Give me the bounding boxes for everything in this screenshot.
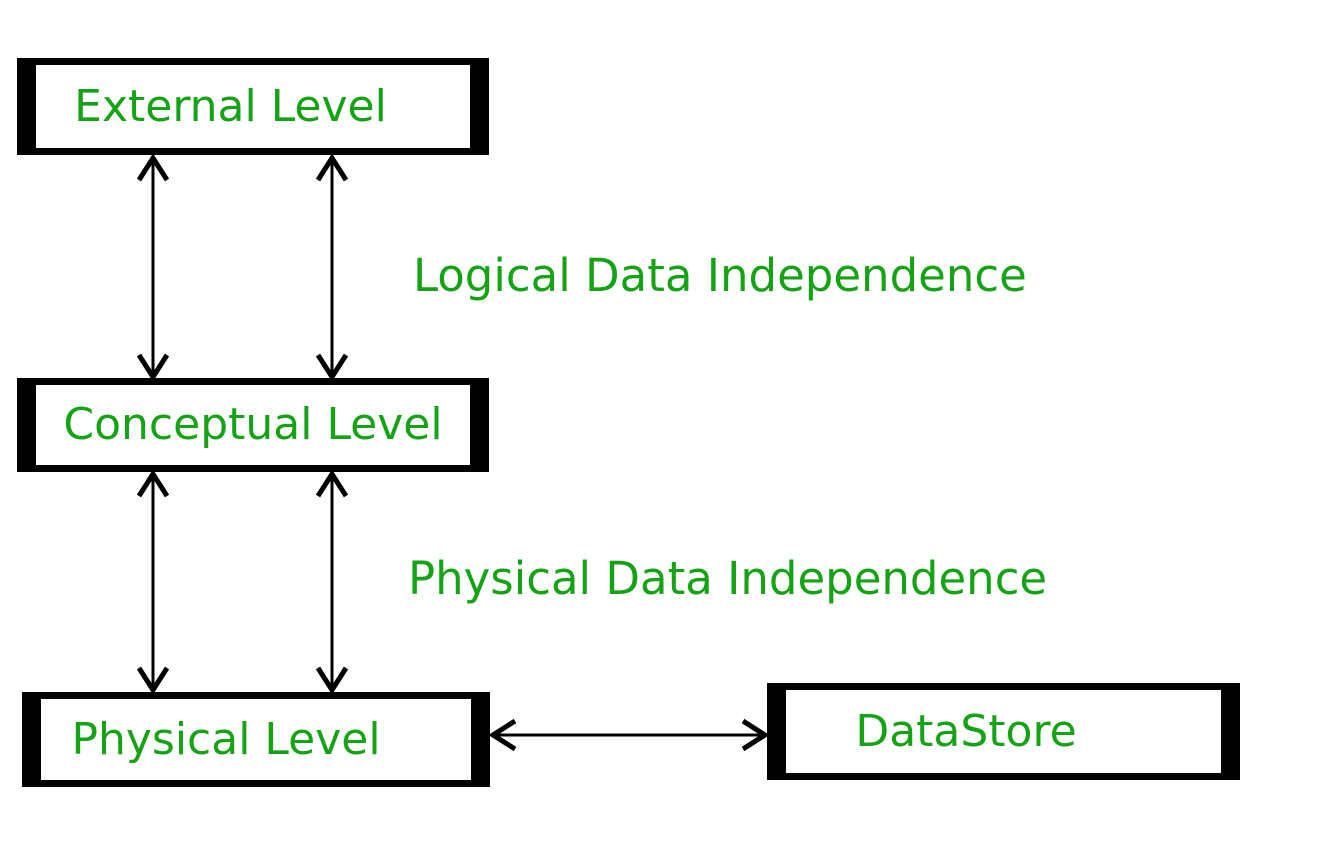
node-physical-level-label: Physical Level <box>71 713 381 765</box>
arrow-physical-datastore <box>488 718 770 752</box>
node-external-level: External Level <box>17 58 489 155</box>
node-external-level-label: External Level <box>74 80 387 132</box>
node-physical-level: Physical Level <box>22 692 490 787</box>
arrow-conceptual-physical-right <box>315 469 349 695</box>
node-datastore-label: DataStore <box>855 705 1077 757</box>
node-conceptual-level-label: Conceptual Level <box>63 399 443 450</box>
node-datastore: DataStore <box>767 683 1240 780</box>
arrow-conceptual-physical-left <box>136 469 170 695</box>
edge-label-physical-data-independence: Physical Data Independence <box>408 552 1048 605</box>
arrow-external-conceptual-right <box>315 153 349 382</box>
node-conceptual-level: Conceptual Level <box>17 378 489 472</box>
edge-label-logical-data-independence: Logical Data Independence <box>413 249 1027 302</box>
arrow-external-conceptual-left <box>136 153 170 382</box>
